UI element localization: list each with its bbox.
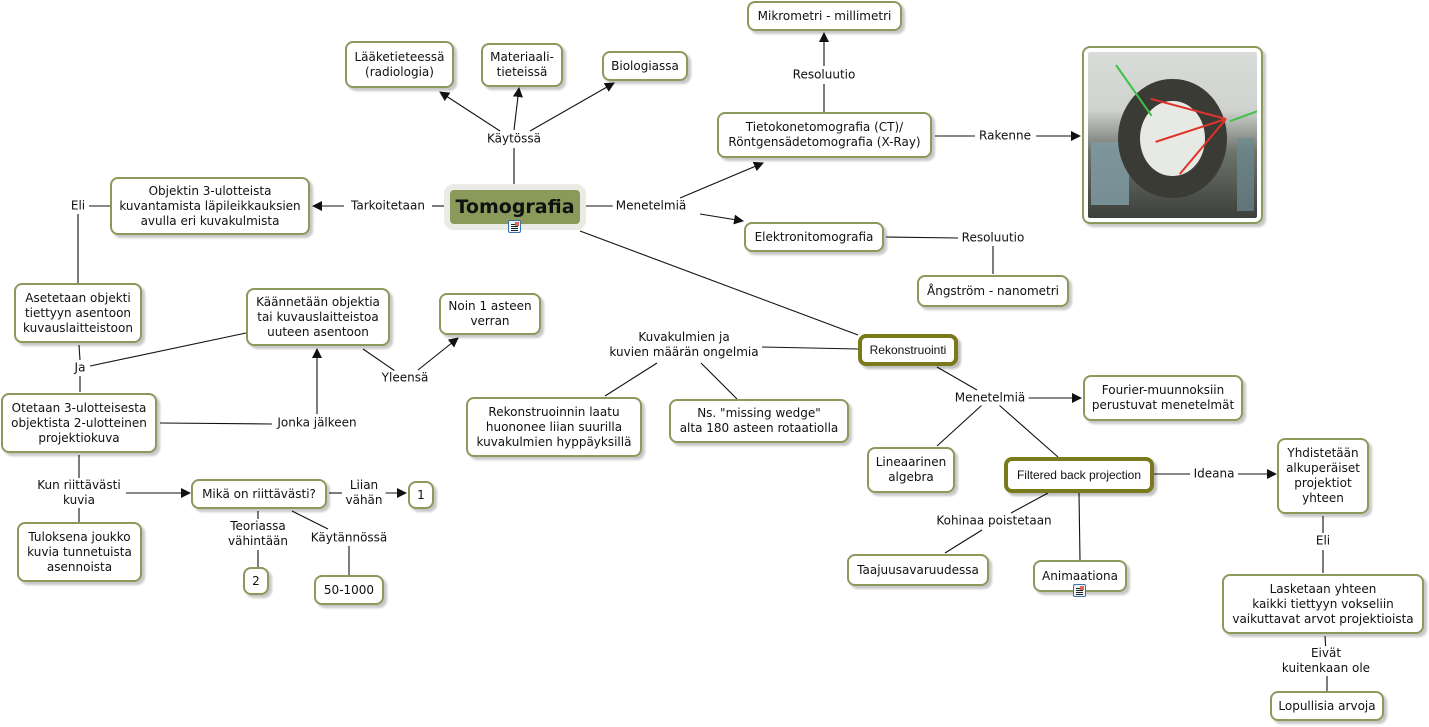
link-line: [1010, 492, 1049, 514]
link-label-kuvakulmien-ongelmia[interactable]: Kuvakulmien ja kuvien määrän ongelmia: [606, 330, 762, 360]
ct-scanner-photo: [1088, 52, 1257, 218]
node-biologiassa[interactable]: Biologiassa: [602, 51, 688, 81]
link-label-tarkoitetaan[interactable]: Tarkoitetaan: [348, 198, 428, 214]
link-line: [998, 404, 1059, 458]
link-label-teoriassa[interactable]: Teoriassa vähintään: [224, 519, 292, 549]
node-asetetaan-objekti[interactable]: Asetetaan objekti tiettyyn asentoon kuva…: [14, 283, 142, 343]
link-line: [936, 404, 983, 447]
node-lineaarinen-algebra[interactable]: Lineaarinen algebra: [867, 447, 955, 493]
node-materiaalitieteissa[interactable]: Materiaali- tieteissä: [481, 43, 563, 87]
node-mika-on-riittavasti[interactable]: Mikä on riittävästi?: [191, 479, 327, 509]
link-label-eli-right[interactable]: Eli: [1312, 533, 1334, 549]
node-filtered-back-projection[interactable]: Filtered back projection: [1004, 457, 1154, 493]
node-kaannetaan-objektia[interactable]: Käännetään objektia tai kuvauslaitteisto…: [246, 288, 390, 346]
node-tietokonetomografia[interactable]: Tietokonetomografia (CT)/ Röntgensädetom…: [717, 112, 932, 158]
link-label-liian-vahan[interactable]: Liian vähän: [342, 478, 386, 508]
node-otetaan-projektiokuva[interactable]: Otetaan 3-ulotteisesta objektista 2-ulot…: [1, 393, 157, 453]
link-line: [936, 366, 978, 391]
link-line: [679, 161, 764, 199]
node-lopullisia-arvoja[interactable]: Lopullisia arvoja: [1270, 691, 1384, 721]
link-line: [944, 529, 983, 554]
link-label-rakenne[interactable]: Rakenne: [976, 128, 1034, 144]
node-value-50-1000[interactable]: 50-1000: [314, 575, 384, 605]
link-label-eivat-kuitenkaan-ole[interactable]: Eivät kuitenkaan ole: [1274, 646, 1378, 676]
link-label-yleensa[interactable]: Yleensä: [378, 370, 432, 386]
link-line: [699, 213, 744, 225]
node-yhdistetaan-projektiot[interactable]: Yhdistetään alkuperäiset projektiot yhte…: [1277, 438, 1369, 514]
link-label-ja[interactable]: Ja: [71, 360, 89, 376]
document-resource-icon[interactable]: [1073, 584, 1086, 597]
node-fourier-menetelmat[interactable]: Fourier-muunnoksiin perustuvat menetelmä…: [1083, 375, 1243, 421]
link-line: [159, 422, 273, 425]
link-line: [761, 346, 859, 350]
link-label-eli-left[interactable]: Eli: [67, 198, 89, 214]
link-label-menetelmia-rek[interactable]: Menetelmiä: [951, 390, 1029, 406]
node-value-1[interactable]: 1: [408, 481, 434, 509]
node-noin-1-asteen[interactable]: Noin 1 asteen verran: [439, 293, 541, 335]
link-label-kun-riittavasti[interactable]: Kun riittävästi kuvia: [34, 478, 124, 508]
node-rekonstruointi[interactable]: Rekonstruointi: [858, 334, 958, 366]
link-label-resoluutio-ct[interactable]: Resoluutio: [789, 67, 859, 83]
node-tuloksena-joukko[interactable]: Tuloksena joukko kuvia tunnetuista asenn…: [17, 522, 142, 582]
link-line: [885, 236, 959, 239]
link-line: [529, 82, 615, 132]
link-line: [417, 337, 459, 371]
node-rekonstruoinnin-laatu[interactable]: Rekonstruoinnin laatu huononee liian suu…: [466, 397, 642, 457]
node-laaketieteessa[interactable]: Lääketieteessä (radiologia): [345, 41, 454, 88]
node-lasketaan-yhteen[interactable]: Lasketaan yhteen kaikki tiettyyn vokseli…: [1222, 574, 1424, 634]
link-line: [604, 362, 658, 397]
node-value-2[interactable]: 2: [243, 567, 269, 595]
link-label-resoluutio-el[interactable]: Resoluutio: [958, 230, 1028, 246]
link-line: [78, 344, 81, 361]
node-missing-wedge[interactable]: Ns. "missing wedge" alta 180 asteen rota…: [669, 399, 849, 443]
link-line: [512, 87, 523, 131]
node-taajuusavaruudessa[interactable]: Taajuusavaruudessa: [847, 554, 989, 586]
link-label-menetelmia[interactable]: Menetelmiä: [612, 198, 690, 214]
node-elektronitomografia[interactable]: Elektronitomografia: [744, 222, 884, 252]
node-angstrom-nanometri[interactable]: Ångström - nanometri: [917, 275, 1069, 307]
photo-ray-line: [1229, 110, 1257, 123]
node-mikrometri-millimetri[interactable]: Mikrometri - millimetri: [747, 1, 902, 31]
link-label-kaytannossa[interactable]: Käytännössä: [307, 530, 391, 546]
link-line: [700, 362, 738, 400]
node-objektin-3-ulotteista[interactable]: Objektin 3-ulotteista kuvantamista läpil…: [110, 177, 310, 235]
link-label-kaytossa[interactable]: Käytössä: [483, 131, 545, 147]
link-line: [362, 348, 396, 372]
link-line: [439, 91, 501, 132]
document-resource-icon[interactable]: [508, 220, 521, 233]
photo-stand: [1236, 138, 1254, 212]
link-line: [1078, 492, 1081, 561]
node-ct-image[interactable]: [1082, 46, 1263, 224]
link-label-kohinaa-poistetaan[interactable]: Kohinaa poistetaan: [933, 513, 1055, 529]
link-label-jonka-jalkeen[interactable]: Jonka jälkeen: [274, 415, 360, 431]
link-line: [291, 510, 329, 530]
link-label-ideana[interactable]: Ideana: [1190, 466, 1238, 482]
